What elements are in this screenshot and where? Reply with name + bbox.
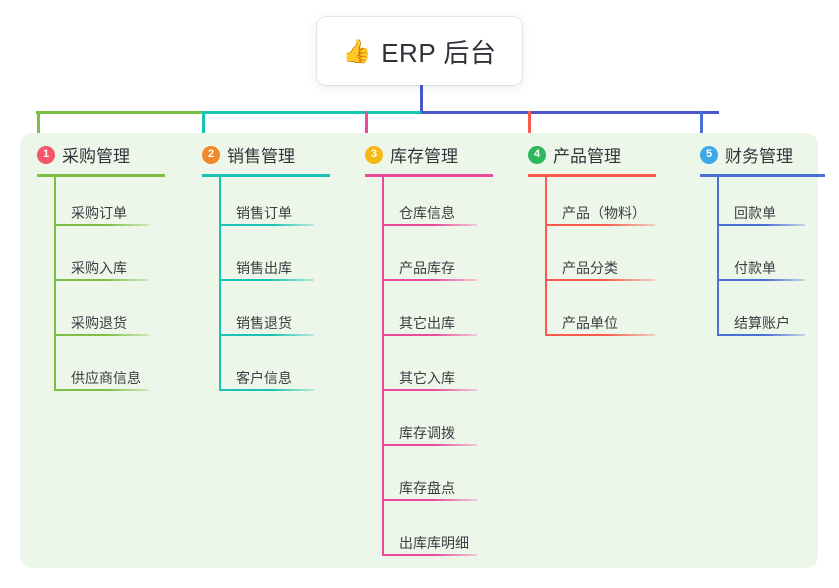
branch-spine — [54, 177, 56, 391]
branch-item-rule — [219, 279, 314, 281]
branch-header-3[interactable]: 3 库存管理 — [365, 142, 458, 167]
root-node-title: ERP 后台 — [381, 37, 497, 68]
connector-drop-line-3 — [365, 111, 368, 144]
branch-item-rule — [382, 499, 477, 501]
connector-drop-line-1 — [37, 111, 40, 144]
branch-item-label: 付款单 — [734, 260, 776, 276]
branch-number-badge: 1 — [37, 145, 55, 164]
branch-item-rule — [717, 224, 805, 226]
branch-item-label: 其它出库 — [399, 315, 455, 331]
branch-item-rule — [382, 389, 477, 391]
branch-spine — [219, 177, 221, 391]
branch-item-rule — [382, 554, 477, 556]
branch-header-rule — [528, 174, 656, 177]
branch-item-rule — [717, 334, 805, 336]
connector-drop-line-2 — [202, 111, 205, 144]
connector-drop-line-5 — [700, 111, 703, 144]
branch-header-4[interactable]: 4 产品管理 — [528, 142, 621, 167]
connector-horizontal-segment — [36, 111, 202, 114]
branch-header-rule — [202, 174, 330, 177]
branch-item-label: 其它入库 — [399, 370, 455, 386]
branch-item-label: 产品（物料） — [562, 205, 646, 221]
branch-item-label: 产品分类 — [562, 260, 618, 276]
branch-item-label: 出库库明细 — [399, 535, 469, 551]
branch-title: 产品管理 — [553, 147, 621, 166]
connector-horizontal-segment — [421, 111, 719, 114]
branch-title: 库存管理 — [390, 147, 458, 166]
branch-item-rule — [54, 224, 149, 226]
branch-header-rule — [365, 174, 493, 177]
branch-number-badge: 4 — [528, 145, 546, 164]
branch-item-rule — [545, 334, 655, 336]
branch-item-label: 销售订单 — [236, 205, 292, 221]
branch-item-label: 产品库存 — [399, 260, 455, 276]
branch-header-rule — [37, 174, 165, 177]
branch-spine — [382, 177, 384, 556]
branch-item-rule — [54, 389, 149, 391]
branch-item-rule — [54, 334, 149, 336]
branch-item-label: 产品单位 — [562, 315, 618, 331]
branch-item-label: 销售出库 — [236, 260, 292, 276]
branch-title: 财务管理 — [725, 147, 793, 166]
branch-item-rule — [382, 279, 477, 281]
branch-item-label: 采购订单 — [71, 205, 127, 221]
branch-item-label: 回款单 — [734, 205, 776, 221]
branch-header-5[interactable]: 5 财务管理 — [700, 142, 793, 167]
branch-item-rule — [382, 334, 477, 336]
branch-number-badge: 2 — [202, 145, 220, 164]
branch-number-badge: 3 — [365, 145, 383, 164]
branch-item-rule — [545, 279, 655, 281]
branch-item-rule — [219, 389, 314, 391]
branch-item-rule — [545, 224, 655, 226]
branch-header-rule — [700, 174, 825, 177]
root-node-card[interactable]: 👍 ERP 后台 — [317, 17, 522, 85]
branches-panel: 1 采购管理采购订单采购入库采购退货供应商信息 2 销售管理销售订单销售出库销售退货客… — [20, 133, 825, 568]
branch-item-label: 采购退货 — [71, 315, 127, 331]
branch-item-rule — [382, 444, 477, 446]
branch-item-label: 销售退货 — [236, 315, 292, 331]
branch-item-rule — [717, 279, 805, 281]
thumbs-up-icon: 👍 — [342, 37, 372, 64]
root-connector-line — [420, 85, 423, 112]
branch-item-label: 库存盘点 — [399, 480, 455, 496]
branch-item-rule — [54, 279, 149, 281]
branch-item-label: 结算账户 — [734, 315, 790, 331]
branch-number-badge: 5 — [700, 145, 718, 164]
branch-item-label: 库存调拨 — [399, 425, 455, 441]
branch-item-label: 仓库信息 — [399, 205, 455, 221]
branch-title: 采购管理 — [62, 147, 130, 166]
branch-spine — [545, 177, 547, 336]
branch-item-rule — [219, 334, 314, 336]
branch-title: 销售管理 — [227, 147, 295, 166]
branch-item-label: 采购入库 — [71, 260, 127, 276]
branch-header-2[interactable]: 2 销售管理 — [202, 142, 295, 167]
connector-drop-line-4 — [528, 111, 531, 144]
connector-horizontal-segment — [202, 111, 421, 114]
branch-item-label: 客户信息 — [236, 370, 292, 386]
branch-item-rule — [219, 224, 314, 226]
branch-header-1[interactable]: 1 采购管理 — [37, 142, 130, 167]
branch-spine — [717, 177, 719, 336]
branch-item-rule — [382, 224, 477, 226]
branch-item-label: 供应商信息 — [71, 370, 141, 386]
